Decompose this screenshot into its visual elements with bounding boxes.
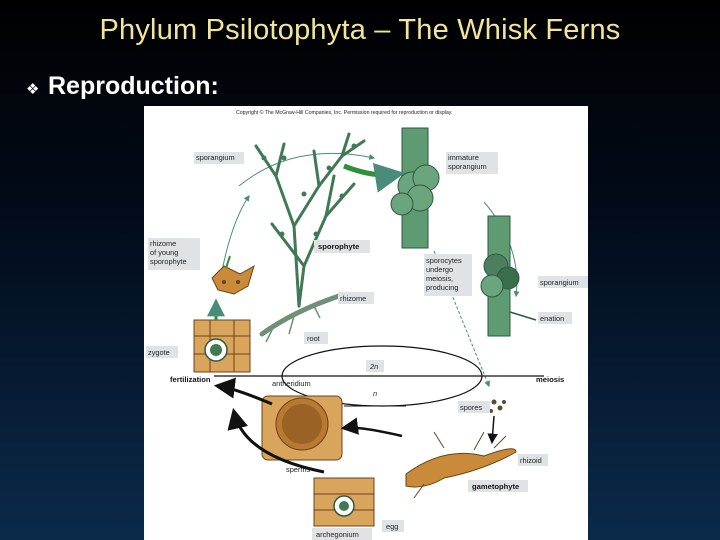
black-arrow <box>344 428 402 436</box>
life-cycle-figure: Copyright © The McGraw-Hill Companies, I… <box>144 106 588 540</box>
diamond-bullet-icon: ❖ <box>26 80 48 98</box>
label-rhizoid: rhizoid <box>520 456 542 465</box>
immature-sporangium-drawing <box>391 128 439 248</box>
life-cycle-diagram: Copyright © The McGraw-Hill Companies, I… <box>144 106 588 540</box>
label-sporocytes-3: meiosis, <box>426 274 453 283</box>
label-enation: enation <box>540 314 564 323</box>
label-2n: 2n <box>369 362 378 371</box>
label-sporangium-right: sporangium <box>540 278 579 287</box>
label-sperms: sperms <box>286 465 311 474</box>
label-root: root <box>307 334 320 343</box>
label-rhizome-young-3: sporophyte <box>150 257 187 266</box>
label-gametophyte: gametophyte <box>472 482 519 491</box>
bullet-text: Reproduction: <box>48 72 219 101</box>
label-rhizome-young-2: of young <box>150 248 178 257</box>
label-fertilization: fertilization <box>170 375 211 384</box>
label-antheridium: antheridium <box>272 379 311 388</box>
label-meiosis: meiosis <box>536 375 564 384</box>
spores-dots <box>489 400 506 414</box>
label-immature-2: sporangium <box>448 162 487 171</box>
green-arrow <box>344 166 399 175</box>
sporophyte-plant <box>256 134 364 306</box>
label-sporocytes-1: sporocytes <box>426 256 462 265</box>
label-zygote: zygote <box>148 348 170 357</box>
label-sporocytes-2: undergo <box>426 265 453 274</box>
copyright-text: Copyright © The McGraw-Hill Companies, I… <box>236 109 452 116</box>
label-immature-1: immature <box>448 153 479 162</box>
young-sporophyte-drawing <box>212 256 254 294</box>
label-n: n <box>373 389 377 398</box>
slide-title: Phylum Psilotophyta – The Whisk Ferns <box>0 14 720 47</box>
cycle-arrow <box>222 196 249 271</box>
antheridium-drawing <box>262 396 342 460</box>
black-arrow <box>492 416 494 442</box>
label-egg: egg <box>386 522 398 531</box>
label-sporocytes-4: producing <box>426 283 458 292</box>
label-sporophyte: sporophyte <box>318 242 359 251</box>
label-spores: spores <box>460 403 482 412</box>
label-sporangium-top: sporangium <box>196 153 235 162</box>
archegonium-drawing <box>314 478 374 526</box>
label-rhizome: rhizome <box>340 294 366 303</box>
label-archegonium: archegonium <box>316 530 359 539</box>
label-rhizome-young-1: rhizome <box>150 239 176 248</box>
zygote-drawing <box>194 320 250 372</box>
black-arrow <box>218 386 272 404</box>
bullet-item: ❖ Reproduction: <box>26 72 219 101</box>
mature-sporangium-drawing <box>481 216 536 336</box>
